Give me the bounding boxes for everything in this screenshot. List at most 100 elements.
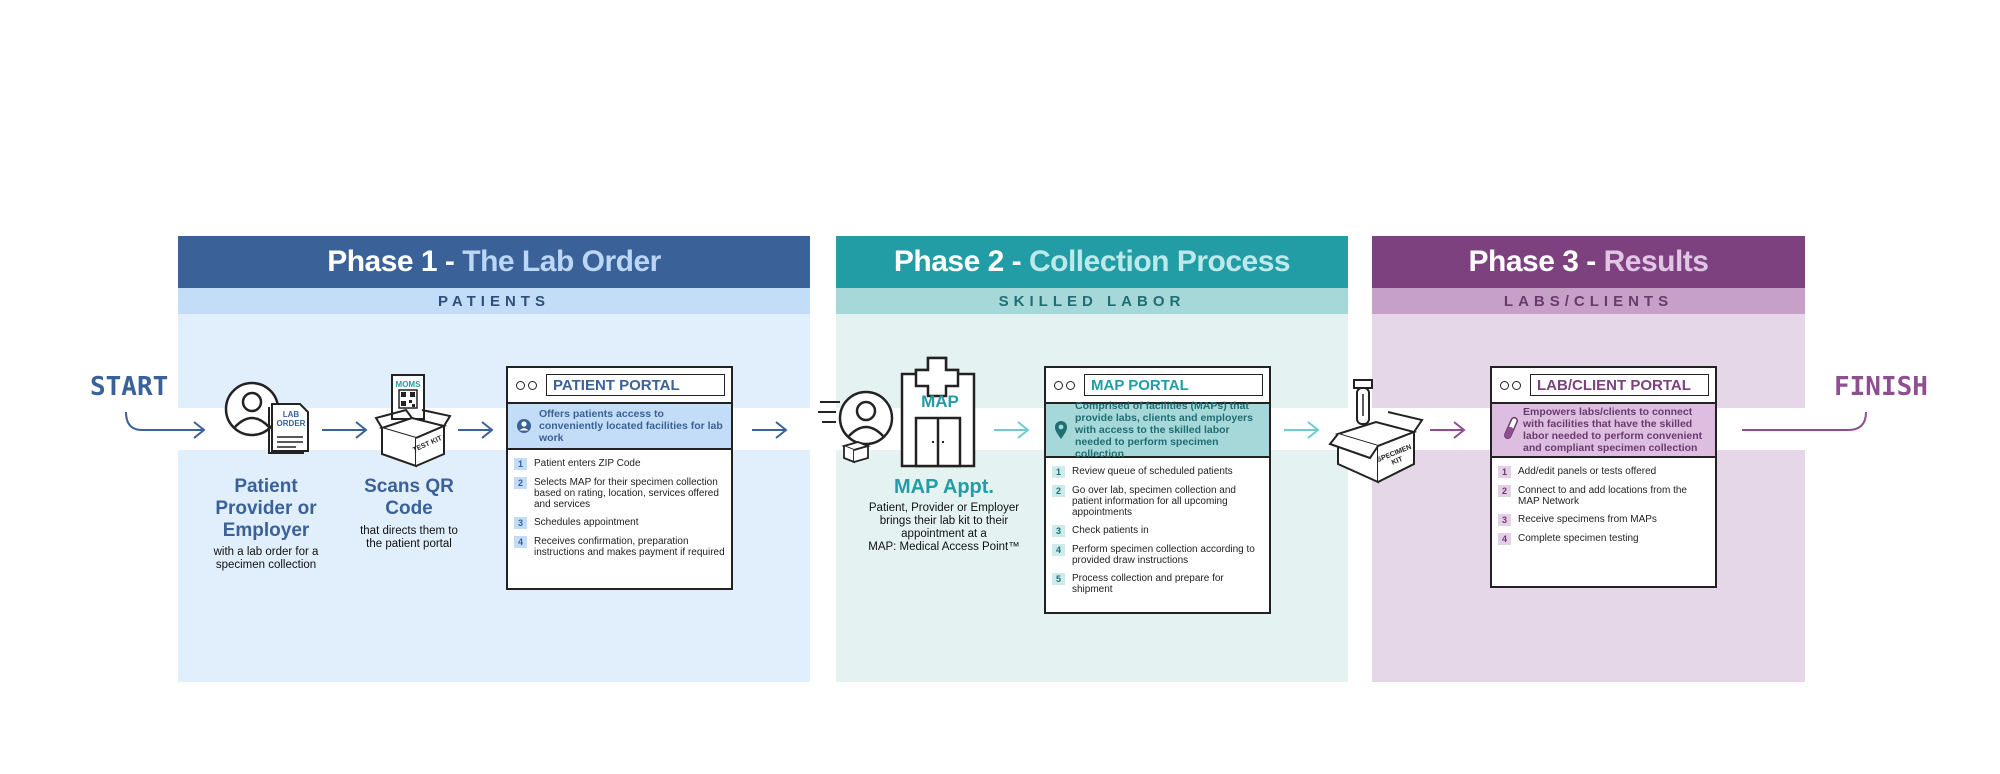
patient-portal-description: Offers patients access to conveniently l…	[508, 404, 731, 450]
map-portal-steps: 1 Review queue of scheduled patients 2 G…	[1046, 458, 1269, 608]
portal-step: 3 Check patients in	[1052, 525, 1263, 537]
portal-step: 4 Perform specimen collection according …	[1052, 544, 1263, 566]
window-dot-icon	[1054, 380, 1063, 390]
phase1-title-accent: The Lab Order	[462, 245, 661, 278]
patient-portal-steps: 1 Patient enters ZIP Code 2 Selects MAP …	[508, 450, 731, 571]
portal-step: 2 Selects MAP for their specimen collect…	[514, 477, 725, 510]
start-label: START	[90, 372, 169, 402]
step-text: Receives confirmation, preparation instr…	[534, 536, 725, 558]
arrow-right-icon	[994, 421, 1030, 439]
step-text: Check patients in	[1072, 525, 1149, 536]
phase3-title-accent: Results	[1603, 245, 1709, 278]
step-text: Schedules appointment	[534, 517, 639, 528]
arrow-right-icon	[322, 421, 368, 439]
window-dot-icon	[1066, 380, 1075, 390]
actor-caption: with a lab order for a specimen collecti…	[213, 546, 319, 571]
step-number: 4	[1498, 533, 1511, 545]
portal-step: 4 Complete specimen testing	[1498, 533, 1709, 545]
scan-caption: that directs them to the patient portal	[360, 525, 458, 550]
step-text: Connect to and add locations from the MA…	[1518, 485, 1687, 507]
phase2-subtitle: SKILLED LABOR	[836, 288, 1348, 314]
qr-brand-text: MOMS	[395, 380, 421, 389]
lab-client-portal-description: Empowers labs/clients to connect with fa…	[1492, 404, 1715, 458]
portal-step: 3 Receive specimens from MAPs	[1498, 514, 1709, 526]
medical-building-icon	[900, 356, 976, 468]
user-circle-icon	[517, 419, 531, 433]
moving-person-icon	[818, 390, 894, 464]
portal-step: 1 Add/edit panels or tests offered	[1498, 466, 1709, 478]
specimen-kit-box-icon	[1328, 379, 1424, 484]
arrow-right-icon	[458, 421, 494, 439]
phase2-title-accent: Collection Process	[1028, 245, 1291, 278]
arrow-right-icon	[752, 421, 788, 439]
step-number: 1	[514, 458, 527, 470]
map-portal-window: MAP PORTAL Comprised of facilities (MAPs…	[1044, 366, 1271, 614]
step-number: 4	[1052, 544, 1065, 556]
window-dot-icon	[528, 380, 537, 390]
window-dot-icon	[516, 380, 525, 390]
step-text: Patient enters ZIP Code	[534, 458, 641, 469]
scan-title: Scans QR Code	[364, 476, 454, 519]
portal-step: 2 Connect to and add locations from the …	[1498, 485, 1709, 507]
map-portal-title: MAP PORTAL	[1084, 374, 1263, 396]
step-number: 4	[514, 536, 527, 548]
map-building-label: MAP	[921, 392, 959, 411]
portal-title-bar: LAB/CLIENT PORTAL	[1492, 368, 1715, 404]
portal-step: 5 Process collection and prepare for shi…	[1052, 573, 1263, 595]
portal-step: 4 Receives confirmation, preparation ins…	[514, 536, 725, 558]
arrow-right-icon	[1430, 421, 1466, 439]
lab-order-document-icon	[268, 403, 309, 454]
step-text: Complete specimen testing	[1518, 533, 1639, 544]
window-dot-icon	[1500, 380, 1509, 390]
lab-client-portal-steps: 1 Add/edit panels or tests offered 2 Con…	[1492, 458, 1715, 558]
portal-step: 3 Schedules appointment	[514, 517, 725, 529]
step-text: Add/edit panels or tests offered	[1518, 466, 1657, 477]
lab-client-portal-title: LAB/CLIENT PORTAL	[1530, 374, 1709, 396]
phase3-header: Phase 3 - Results	[1372, 236, 1805, 288]
finish-label: FINISH	[1834, 372, 1928, 402]
step-number: 1	[1498, 466, 1511, 478]
step-number: 3	[514, 517, 527, 529]
portal-step: 1 Review queue of scheduled patients	[1052, 466, 1263, 478]
appt-caption: Patient, Provider or Employer brings the…	[868, 502, 1020, 553]
step-text: Receive specimens from MAPs	[1518, 514, 1657, 525]
portal-step: 2 Go over lab, specimen collection and p…	[1052, 485, 1263, 518]
step-text: Perform specimen collection according to…	[1072, 544, 1255, 566]
phase3-title-prefix: Phase 3 -	[1468, 245, 1604, 278]
lab-client-portal-window: LAB/CLIENT PORTAL Empowers labs/clients …	[1490, 366, 1717, 588]
step-text: Selects MAP for their specimen collectio…	[534, 477, 719, 510]
step-text: Go over lab, specimen collection and pat…	[1072, 485, 1236, 518]
portal-title-bar: MAP PORTAL	[1046, 368, 1269, 404]
step-number: 3	[1498, 514, 1511, 526]
start-arrow	[125, 411, 206, 439]
step-text: Review queue of scheduled patients	[1072, 466, 1233, 477]
step-number: 5	[1052, 573, 1065, 585]
phase1-title-prefix: Phase 1 -	[327, 245, 463, 278]
test-tube-icon	[1503, 416, 1519, 440]
step-number: 3	[1052, 525, 1065, 537]
phase1-subtitle: PATIENTS	[178, 288, 810, 314]
portal-title-bar: PATIENT PORTAL	[508, 368, 731, 404]
step-number: 2	[1498, 485, 1511, 497]
step-number: 1	[1052, 466, 1065, 478]
actor-title: Patient Provider or Employer	[215, 476, 317, 541]
phase3-subtitle: LABS/CLIENTS	[1372, 288, 1805, 314]
phase2-title-prefix: Phase 2 -	[893, 245, 1029, 278]
step-number: 2	[1052, 485, 1065, 497]
appt-title: MAP Appt.	[894, 476, 994, 498]
lab-order-text: LAB ORDER	[276, 410, 306, 428]
step-text: Process collection and prepare for shipm…	[1072, 573, 1224, 595]
patient-portal-title: PATIENT PORTAL	[546, 374, 725, 396]
patient-portal-window: PATIENT PORTAL Offers patients access to…	[506, 366, 733, 590]
finish-line	[1742, 411, 1867, 431]
person-icon	[224, 381, 280, 437]
window-dot-icon	[1512, 380, 1521, 390]
portal-step: 1 Patient enters ZIP Code	[514, 458, 725, 470]
phase2-header: Phase 2 - Collection Process	[836, 236, 1348, 288]
location-pin-icon	[1055, 421, 1067, 439]
arrow-right-icon	[1284, 421, 1320, 439]
step-number: 2	[514, 477, 527, 489]
test-kit-box-icon	[374, 374, 452, 468]
map-portal-description: Comprised of facilities (MAPs) that prov…	[1046, 400, 1269, 460]
phase1-header: Phase 1 - The Lab Order	[178, 236, 810, 288]
